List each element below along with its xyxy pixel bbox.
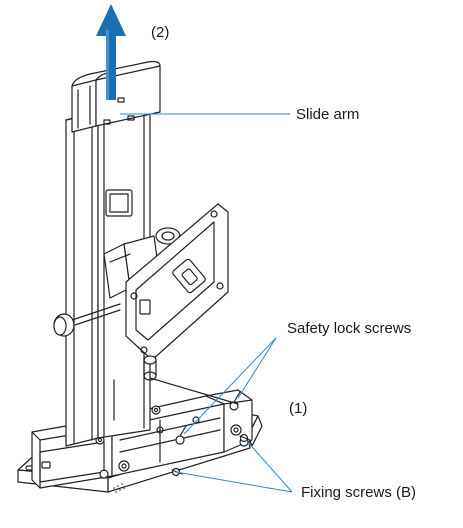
tension-knob: [53, 303, 121, 337]
slide-arm-label: Slide arm: [296, 106, 360, 123]
fixing-callout-right: [245, 439, 293, 493]
step-2-label: (2): [151, 24, 170, 41]
step-1-label: (1): [289, 400, 308, 417]
safety-lock-screws-label: Safety lock screws: [287, 320, 412, 337]
upward-arrow: [96, 4, 126, 100]
fixing-screws-label: Fixing screws (B): [301, 484, 417, 501]
safety-callout-right: [237, 337, 277, 399]
fixing-callout-left: [175, 471, 293, 493]
safety-callout-left: [183, 337, 277, 435]
monitor-bracket: [103, 203, 229, 381]
callout-lines: [120, 113, 293, 493]
